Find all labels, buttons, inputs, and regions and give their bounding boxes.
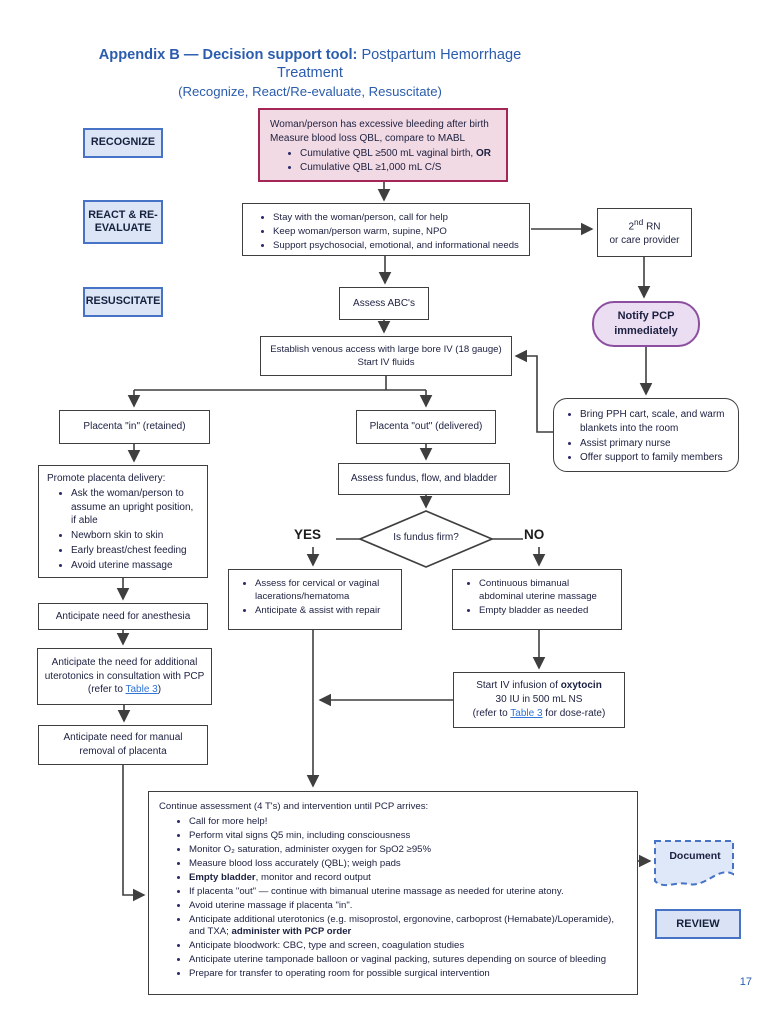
list-item: Offer support to family members: [580, 451, 732, 465]
fundus-firm-question: Is fundus firm?: [393, 532, 459, 543]
alert-line2: Measure blood loss QBL, compare to MABL: [270, 132, 466, 144]
review-box: REVIEW: [655, 909, 741, 939]
document-label: Document: [669, 850, 721, 862]
stage-label-recognize: RECOGNIZE: [83, 128, 163, 158]
list-item: Prepare for transfer to operating room f…: [189, 968, 627, 980]
fundus-firm-diamond: [357, 510, 495, 568]
notify-pcp-box: Notify PCP immediately: [592, 301, 700, 347]
list-item: Anticipate uterine tamponade balloon or …: [189, 954, 627, 966]
rn-line2: or care provider: [609, 235, 680, 247]
list-item: Empty bladder, monitor and record output: [189, 872, 627, 884]
list-item: Measure blood loss accurately (QBL); wei…: [189, 858, 627, 870]
table3-link[interactable]: Table 3: [125, 684, 158, 696]
title-line1: Appendix B — Decision support tool: Post…: [70, 46, 550, 82]
list-item: Monitor O₂ saturation, administer oxygen…: [189, 844, 627, 856]
list-item: Anticipate additional uterotonics (e.g. …: [189, 914, 627, 939]
oxytocin-line2: 30 IU in 500 mL NS: [495, 694, 583, 706]
list-item: Anticipate bloodwork: CBC, type and scre…: [189, 940, 627, 952]
list-item: Stay with the woman/person, call for hel…: [273, 211, 521, 224]
list-item: Ask the woman/person to assume an uprigh…: [71, 487, 199, 528]
title-rest: Postpartum Hemorrhage Treatment: [277, 47, 522, 82]
react-steps-box: Stay with the woman/person, call for hel…: [242, 203, 530, 256]
stage-label-react: REACT & RE-EVALUATE: [83, 200, 163, 244]
uterotonics-text: Anticipate the need for additional utero…: [44, 656, 205, 696]
page-title: Appendix B — Decision support tool: Post…: [70, 46, 550, 99]
venous-access-box: Establish venous access with large bore …: [260, 336, 512, 376]
rn-line1: 2nd RN: [628, 217, 661, 233]
list-item: Avoid uterine massage: [71, 559, 199, 573]
lacerations-box: Assess for cervical or vaginal laceratio…: [228, 569, 402, 630]
yes-label: YES: [294, 527, 322, 542]
list-item: Empty bladder as needed: [479, 604, 613, 617]
title-subtitle: (Recognize, React/Re-evaluate, Resuscita…: [178, 84, 442, 100]
list-item: Anticipate & assist with repair: [255, 604, 393, 617]
promote-delivery-box: Promote placenta delivery: Ask the woman…: [38, 465, 208, 578]
table3-link[interactable]: Table 3: [510, 707, 543, 719]
continue-title: Continue assessment (4 T's) and interven…: [159, 801, 429, 812]
title-bold: Appendix B — Decision support tool:: [98, 47, 358, 63]
placenta-out-box: Placenta "out" (delivered): [356, 410, 496, 444]
stage-label-resuscitate: RESUSCITATE: [83, 287, 163, 317]
list-item: Assist primary nurse: [580, 437, 732, 451]
alert-line1: Woman/person has excessive bleeding afte…: [270, 119, 489, 130]
pph-cart-box: Bring PPH cart, scale, and warm blankets…: [553, 398, 739, 472]
list-item: Bring PPH cart, scale, and warm blankets…: [580, 408, 732, 436]
list-item: Cumulative QBL ≥500 mL vaginal birth, OR: [300, 147, 496, 161]
fundus-assess-box: Assess fundus, flow, and bladder: [338, 463, 510, 495]
uterotonics-box: Anticipate the need for additional utero…: [37, 648, 212, 705]
assess-abc-box: Assess ABC's: [339, 287, 429, 320]
oxytocin-line3: (refer to Table 3 for dose-rate): [472, 707, 606, 719]
second-rn-box: 2nd RN or care provider: [597, 208, 692, 257]
list-item: Early breast/chest feeding: [71, 544, 199, 558]
document-shape: [654, 840, 734, 887]
list-item: If placenta "out" — continue with bimanu…: [189, 886, 627, 898]
list-item: Support psychosocial, emotional, and inf…: [273, 239, 521, 252]
list-item: Keep woman/person warm, supine, NPO: [273, 225, 521, 238]
placenta-in-box: Placenta "in" (retained): [59, 410, 210, 444]
recognize-alert-box: Woman/person has excessive bleeding afte…: [258, 108, 508, 182]
list-item: Cumulative QBL ≥1,000 mL C/S: [300, 161, 496, 175]
uterine-massage-box: Continuous bimanual abdominal uterine ma…: [452, 569, 622, 630]
oxytocin-line1: Start IV infusion of oxytocin: [476, 680, 602, 692]
manual-removal-box: Anticipate need for manual removal of pl…: [38, 725, 208, 765]
list-item: Perform vital signs Q5 min, including co…: [189, 830, 627, 842]
oxytocin-box: Start IV infusion of oxytocin 30 IU in 5…: [453, 672, 625, 728]
page-number: 17: [739, 976, 752, 988]
list-item: Call for more help!: [189, 816, 627, 828]
anesthesia-box: Anticipate need for anesthesia: [38, 603, 208, 630]
list-item: Avoid uterine massage if placenta "in".: [189, 900, 627, 912]
promote-title: Promote placenta delivery:: [47, 473, 166, 484]
list-item: Assess for cervical or vaginal laceratio…: [255, 577, 393, 603]
no-label: NO: [524, 527, 545, 542]
continue-assessment-box: Continue assessment (4 T's) and interven…: [148, 791, 638, 995]
list-item: Newborn skin to skin: [71, 529, 199, 543]
list-item: Continuous bimanual abdominal uterine ma…: [479, 577, 613, 603]
